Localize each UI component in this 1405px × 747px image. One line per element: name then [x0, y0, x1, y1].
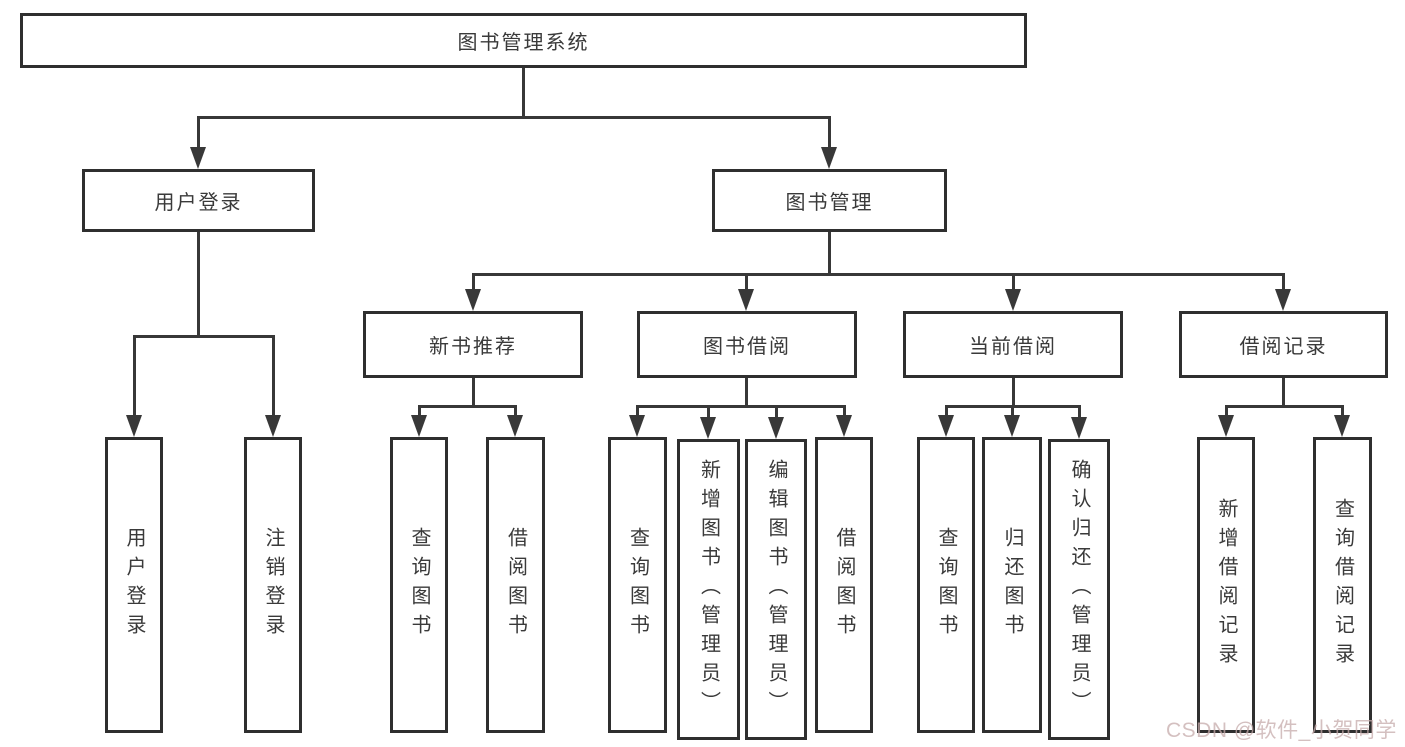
node-label: 归还图书	[1001, 527, 1023, 643]
leaf-edit-book-admin: 编辑图书（管理员）	[745, 439, 807, 740]
connector-arrow-shaft	[944, 406, 948, 419]
leaf-user-login: 用户登录	[105, 437, 163, 733]
node-label: 编辑图书（管理员）	[765, 459, 787, 720]
connector-stem	[521, 68, 525, 119]
leaf-borrow-book-2: 借阅图书	[815, 437, 873, 733]
arrow-down-icon	[1334, 415, 1350, 437]
connector-arrow-shaft	[132, 336, 136, 419]
arrow-down-icon	[1071, 417, 1087, 439]
leaf-query-book-1: 查询图书	[390, 437, 448, 733]
connector-arrow-shaft	[271, 336, 275, 419]
leaf-borrow-book-1: 借阅图书	[486, 437, 545, 733]
arrow-down-icon	[465, 289, 481, 311]
leaf-return-book: 归还图书	[982, 437, 1042, 733]
connector-arrow-shaft	[827, 117, 831, 151]
arrow-down-icon	[938, 415, 954, 437]
arrow-down-icon	[836, 415, 852, 437]
leaf-query-book-3: 查询图书	[917, 437, 975, 733]
arrow-down-icon	[1218, 415, 1234, 437]
connector-stem	[1281, 378, 1285, 408]
connector-arrow-shaft	[471, 274, 475, 293]
arrow-down-icon	[768, 417, 784, 439]
node-label: 新增借阅记录	[1215, 498, 1237, 672]
leaf-query-borrow-record: 查询借阅记录	[1313, 437, 1372, 733]
leaf-confirm-return-admin: 确认归还（管理员）	[1048, 439, 1110, 740]
arrow-down-icon	[126, 415, 142, 437]
connector-arrow-shaft	[774, 406, 778, 421]
connector-arrow-shaft	[417, 406, 421, 419]
node-label: 查询图书	[935, 527, 957, 643]
connector-arrow-shaft	[196, 117, 200, 151]
connector-arrow-shaft	[706, 406, 710, 421]
node-label: 借阅图书	[833, 527, 855, 643]
node-user-login: 用户登录	[82, 169, 315, 232]
csdn-watermark: CSDN @软件_小贺同学	[1166, 719, 1397, 742]
connector-stem	[827, 232, 831, 276]
arrow-down-icon	[190, 147, 206, 169]
arrow-down-icon	[265, 415, 281, 437]
node-label: 查询图书	[626, 527, 649, 643]
connector-arrow-shaft	[635, 406, 639, 419]
arrow-down-icon	[507, 415, 523, 437]
leaf-query-book-2: 查询图书	[608, 437, 667, 733]
connector-arrow-shaft	[1010, 406, 1014, 419]
arrow-down-icon	[700, 417, 716, 439]
arrow-down-icon	[629, 415, 645, 437]
connector-bar	[471, 272, 1285, 276]
node-root: 图书管理系统	[20, 13, 1027, 68]
node-book-management: 图书管理	[712, 169, 947, 232]
connector-stem	[744, 378, 748, 408]
leaf-add-borrow-record: 新增借阅记录	[1197, 437, 1255, 733]
connector-stem	[471, 378, 475, 408]
connector-bar	[1224, 404, 1344, 408]
connector-bar	[132, 334, 275, 338]
connector-arrow-shaft	[1224, 406, 1228, 419]
node-label: 新增图书（管理员）	[697, 459, 720, 720]
arrow-down-icon	[1004, 415, 1020, 437]
node-label: 查询借阅记录	[1331, 498, 1354, 672]
node-label: 借阅图书	[504, 527, 527, 643]
node-label: 查询图书	[408, 527, 430, 643]
arrow-down-icon	[411, 415, 427, 437]
connector-stem	[196, 232, 200, 338]
arrow-down-icon	[1005, 289, 1021, 311]
node-new-book-recommend: 新书推荐	[363, 311, 583, 378]
connector-arrow-shaft	[1281, 274, 1285, 293]
node-label: 用户登录	[123, 527, 145, 643]
connector-arrow-shaft	[842, 406, 846, 419]
node-book-borrow: 图书借阅	[637, 311, 857, 378]
node-current-borrow: 当前借阅	[903, 311, 1123, 378]
connector-arrow-shaft	[1077, 406, 1081, 421]
leaf-logout: 注销登录	[244, 437, 302, 733]
node-label: 注销登录	[262, 527, 284, 643]
arrow-down-icon	[1275, 289, 1291, 311]
connector-stem	[1011, 378, 1015, 408]
connector-bar	[417, 404, 517, 408]
connector-arrow-shaft	[513, 406, 517, 419]
node-borrow-record: 借阅记录	[1179, 311, 1388, 378]
connector-bar	[196, 115, 831, 119]
arrow-down-icon	[738, 289, 754, 311]
connector-arrow-shaft	[744, 274, 748, 293]
connector-arrow-shaft	[1011, 274, 1015, 293]
connector-arrow-shaft	[1340, 406, 1344, 419]
connector-bar	[635, 404, 846, 408]
leaf-add-book-admin: 新增图书（管理员）	[677, 439, 740, 740]
arrow-down-icon	[821, 147, 837, 169]
node-label: 确认归还（管理员）	[1068, 459, 1090, 720]
